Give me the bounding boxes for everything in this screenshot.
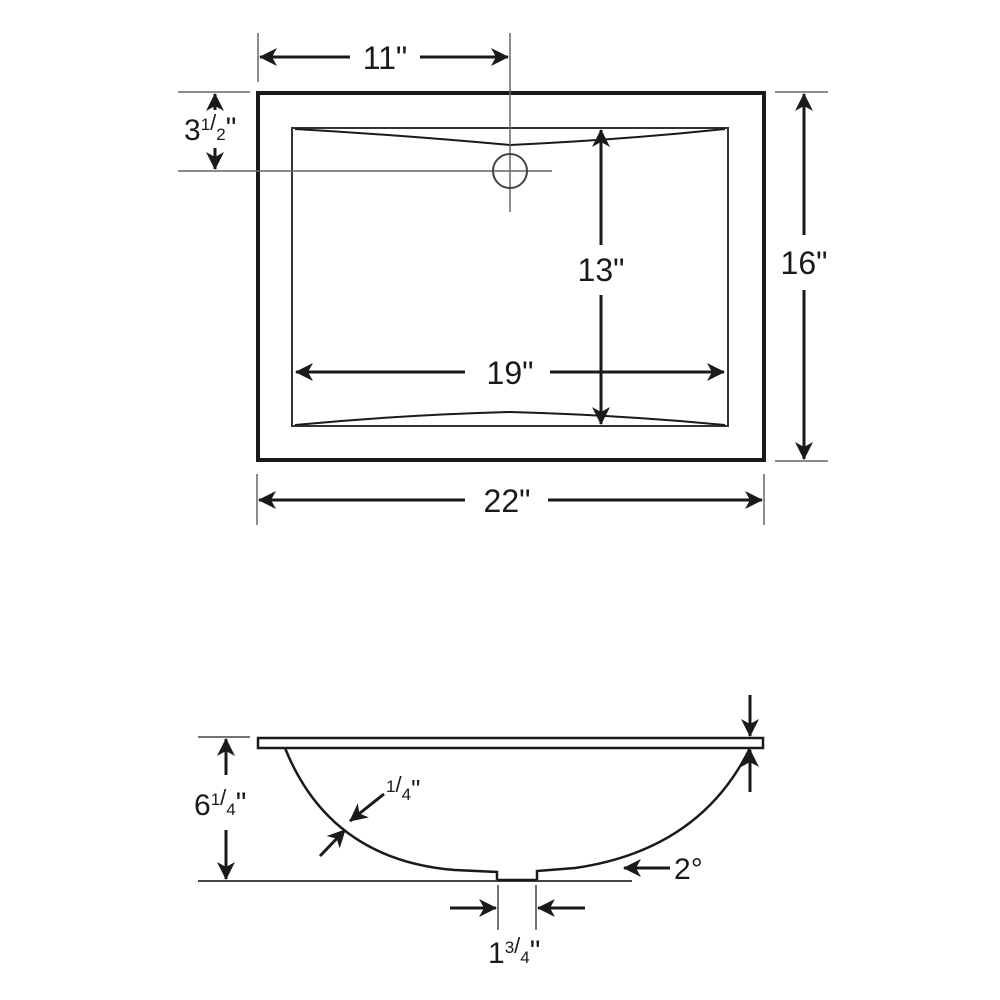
bowl-profile-right: [535, 747, 752, 880]
dimension-16-label: 16": [781, 245, 828, 281]
dimension-13-label: 13": [578, 252, 625, 288]
dimension-19-label: 19": [487, 355, 534, 391]
wall-thickness-outer-arrow: [349, 792, 385, 823]
dimension-22-label: 22": [484, 483, 531, 519]
side-view: 61/4" 1/4" 2° 13/4": [194, 695, 765, 970]
outer-countertop-outline: [256, 91, 766, 462]
top-view: 11" 31/2" 13" 16" 19" 22": [178, 33, 828, 525]
slope-angle-label: 2°: [674, 853, 703, 886]
dimension-3-5-label: 31/2": [184, 110, 236, 147]
bowl-profile-left: [283, 747, 499, 880]
drain-opening-label: 13/4": [488, 933, 540, 970]
sink-rim: [256, 736, 765, 750]
dimension-6-25-label: 61/4": [194, 785, 246, 822]
wall-thickness-label: 1/4": [386, 772, 420, 804]
dimension-11-label: 11": [363, 40, 408, 76]
drain-icon: [492, 153, 528, 189]
wall-thickness-inner-arrow: [318, 828, 347, 858]
bowl-bottom-curve: [294, 410, 726, 426]
